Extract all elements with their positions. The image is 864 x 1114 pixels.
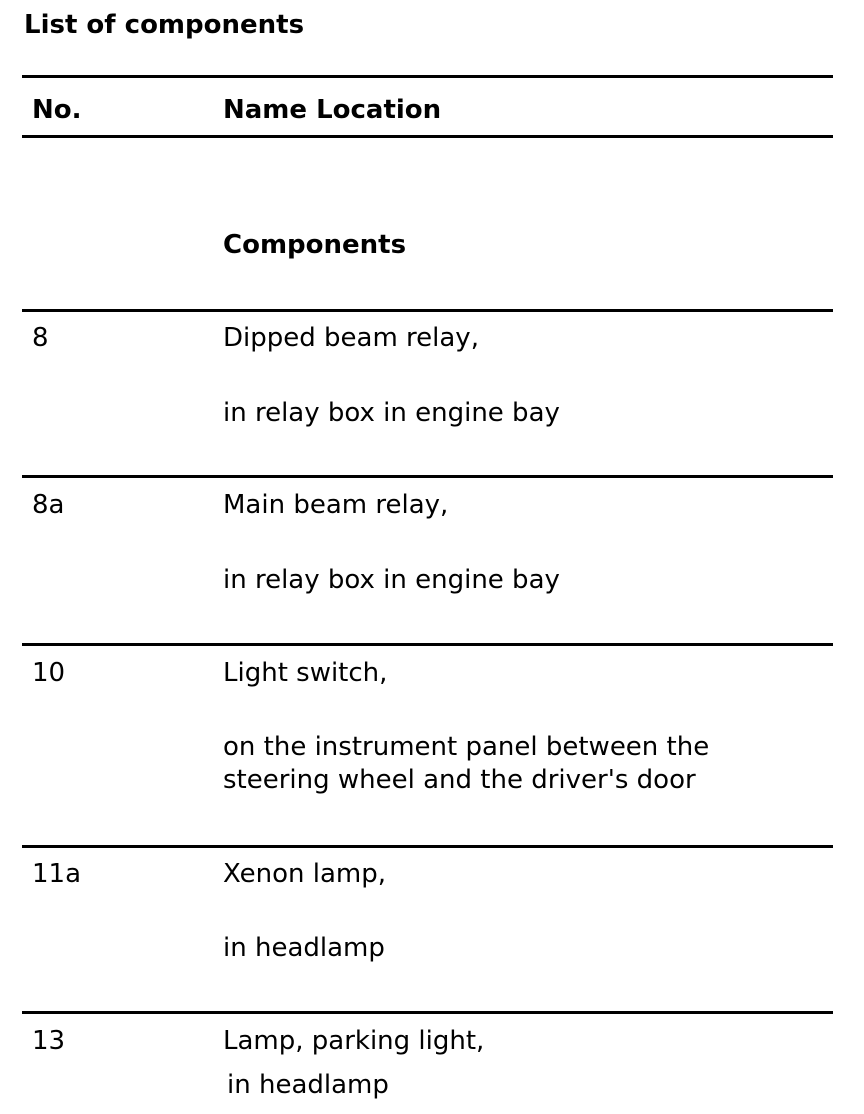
row-divider bbox=[22, 845, 833, 848]
component-location: in headlamp bbox=[227, 1070, 389, 1100]
page-title: List of components bbox=[24, 10, 305, 40]
header-bottom-rule bbox=[22, 135, 833, 138]
header-name-location: Name Location bbox=[223, 95, 442, 125]
component-location: in relay box in engine bay bbox=[223, 565, 560, 595]
table-top-rule bbox=[22, 75, 833, 78]
component-name: Xenon lamp, bbox=[223, 859, 387, 889]
row-divider bbox=[22, 309, 833, 312]
header-no: No. bbox=[32, 95, 82, 125]
component-location-continued: steering wheel and the driver's door bbox=[223, 765, 696, 795]
row-divider bbox=[22, 643, 833, 646]
component-name: Light switch, bbox=[223, 658, 388, 688]
component-location: in relay box in engine bay bbox=[223, 398, 560, 428]
section-heading: Components bbox=[223, 230, 407, 260]
component-location: on the instrument panel between the bbox=[223, 732, 710, 762]
row-divider bbox=[22, 1011, 833, 1014]
component-number: 11a bbox=[32, 859, 82, 889]
component-location: in headlamp bbox=[223, 933, 385, 963]
component-number: 8 bbox=[32, 323, 49, 353]
component-number: 10 bbox=[32, 658, 66, 688]
component-name: Main beam relay, bbox=[223, 490, 449, 520]
component-name: Dipped beam relay, bbox=[223, 323, 479, 353]
component-number: 8a bbox=[32, 490, 65, 520]
component-number: 13 bbox=[32, 1026, 66, 1056]
row-divider bbox=[22, 475, 833, 478]
component-name: Lamp, parking light, bbox=[223, 1026, 485, 1056]
